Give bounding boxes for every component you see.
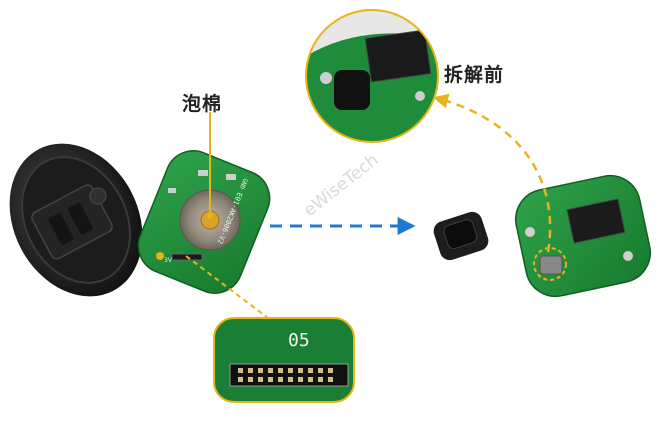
second-pcb — [514, 174, 652, 298]
zoom-before-disassembly — [305, 9, 439, 143]
foam-label: 泡棉 — [182, 93, 223, 115]
case-shell — [9, 143, 143, 297]
highlight-circle — [533, 247, 567, 281]
pad-label: 3V — [164, 257, 173, 264]
zoom-board-number: 05 — [288, 330, 310, 351]
zoom-callout-arrow — [433, 93, 552, 253]
removed-component — [433, 211, 489, 261]
zoom-connector-detail: 05 — [213, 317, 355, 403]
before-disassembly-label: 拆解前 — [444, 64, 505, 86]
board-marking-2: GND — [238, 177, 249, 190]
bottom-callout-line — [185, 255, 269, 319]
main-pcb: E01-AK2006-V2 GND 3V — [137, 150, 271, 294]
